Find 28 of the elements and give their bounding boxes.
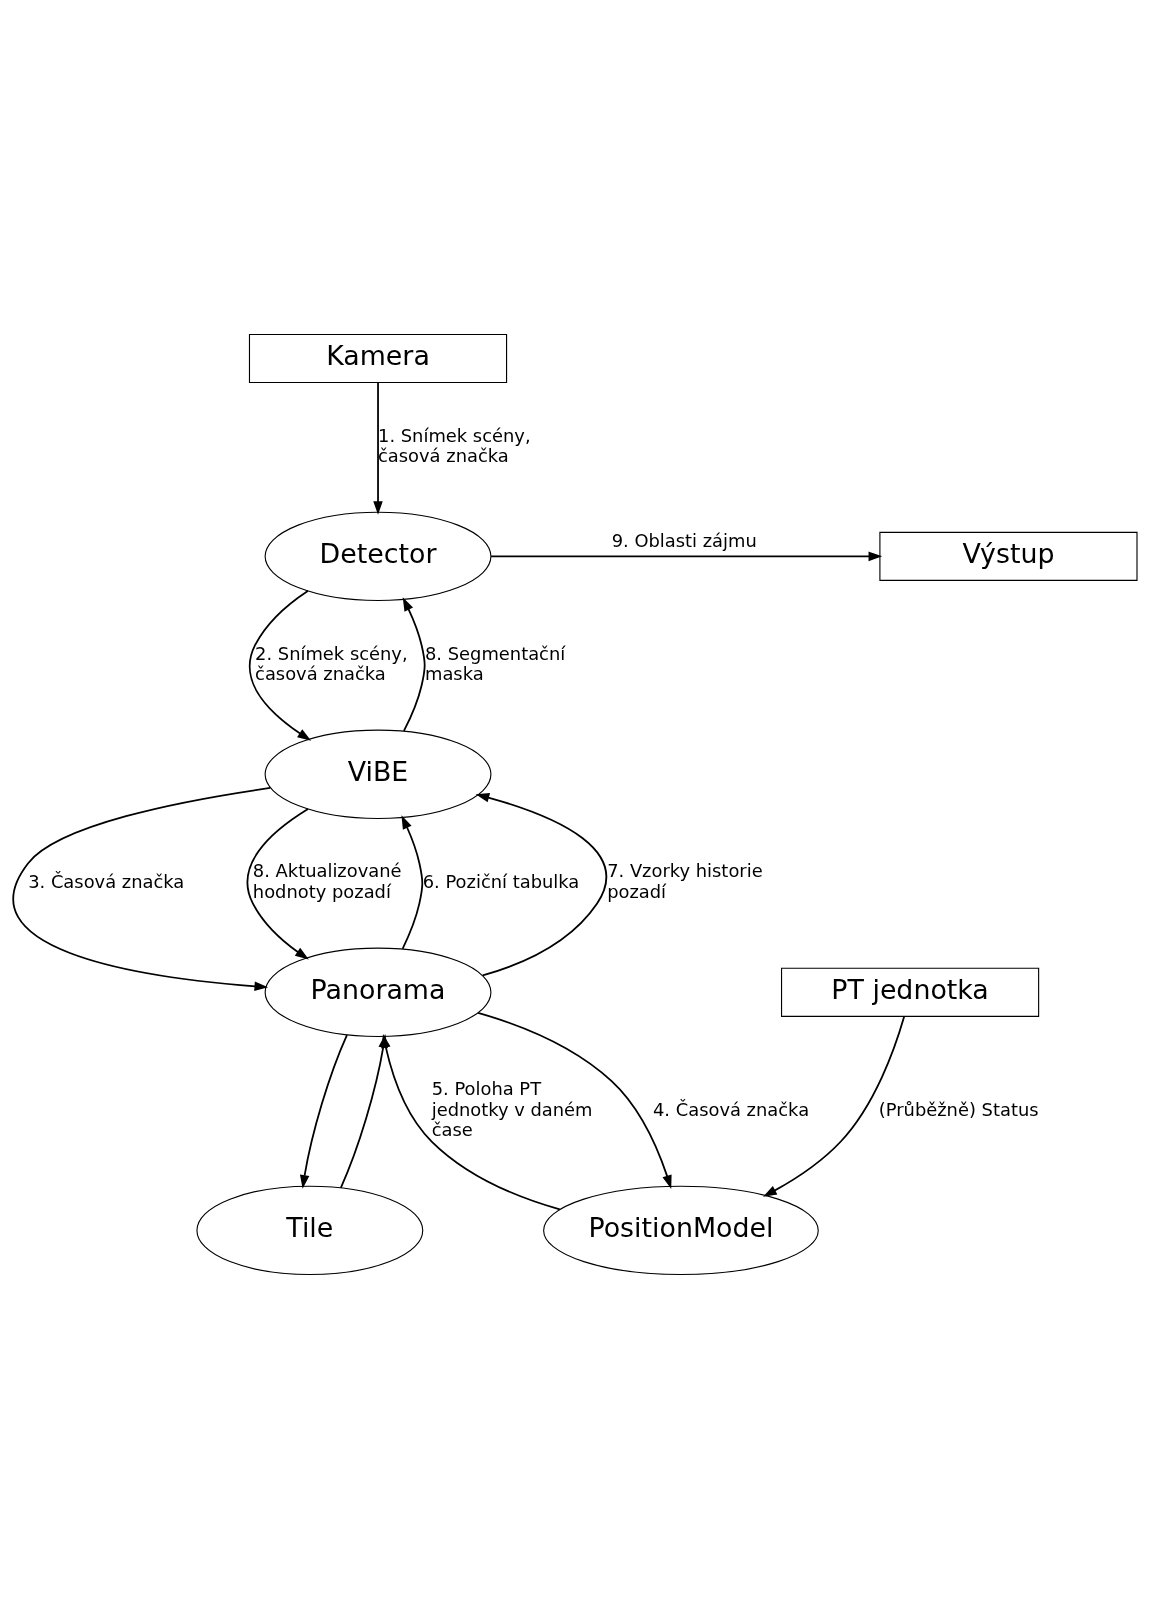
- edge-label: 7. Vzorky historie pozadí: [607, 860, 763, 902]
- node-ellipse: Detector: [264, 511, 492, 602]
- arrow: [477, 1011, 672, 1189]
- edge-label: 6. Poziční tabulka: [422, 870, 580, 892]
- arrow: [249, 590, 312, 741]
- edge-label: 1. Snímek scény, časová značka: [378, 424, 531, 466]
- arrow: [475, 793, 608, 977]
- edge-label: (Průběžně) Status: [878, 1098, 1039, 1120]
- edge-label: 2. Snímek scény, časová značka: [255, 642, 408, 684]
- arrow: [763, 1015, 906, 1197]
- edge-label: 5. Poloha PT jednotky v daném čase: [431, 1078, 593, 1140]
- node-box: Kamera: [248, 333, 508, 384]
- arrow: [339, 1033, 388, 1189]
- arrow: [401, 815, 424, 950]
- edge-label: 8. Aktualizované hodnoty pozadí: [252, 860, 402, 902]
- edge-label: 8. Segmentační maska: [424, 642, 566, 684]
- arrow: [402, 597, 426, 732]
- node-box: Výstup: [879, 531, 1138, 581]
- edge-label: 4. Časová značka: [653, 1098, 810, 1120]
- arrow: [299, 1034, 348, 1189]
- arrow: [490, 551, 883, 562]
- arrow: [246, 808, 309, 960]
- arrow: [373, 381, 383, 515]
- arrow: [12, 787, 272, 992]
- node-ellipse: Tile: [196, 1185, 424, 1276]
- edge-label: 9. Oblasti zájmu: [611, 530, 757, 552]
- node-box: PT jednotka: [781, 967, 1040, 1017]
- edge-label: 3. Časová značka: [28, 870, 185, 892]
